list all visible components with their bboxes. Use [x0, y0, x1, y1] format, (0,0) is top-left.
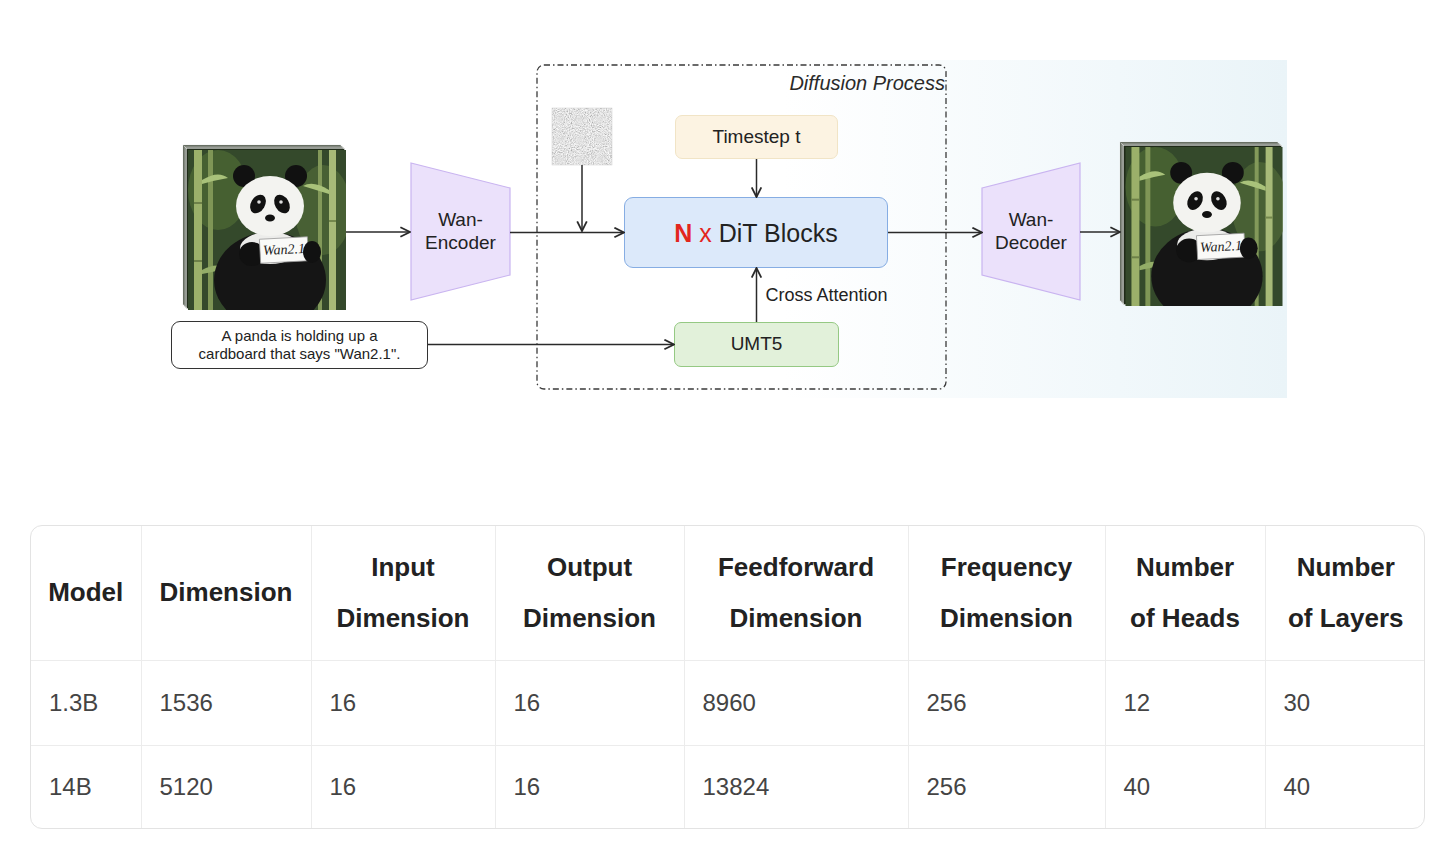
header-text: Feedforward Dimension [718, 552, 874, 633]
header-text: Dimension [160, 577, 293, 607]
output-arrow [1080, 231, 1120, 233]
table-cell: 14B [31, 745, 141, 829]
header-cell: Output Dimension [495, 526, 684, 660]
cell-text: 13824 [703, 773, 770, 800]
table-cell: 1536 [141, 660, 311, 745]
connector-arrow [888, 232, 982, 234]
table-cell: 256 [908, 745, 1105, 829]
node-label: Wan- Decoder [986, 209, 1076, 255]
header-text: Frequency Dimension [940, 552, 1073, 633]
cell-text: 8960 [703, 689, 756, 716]
spec-table: Model Dimension Input Dimension Output Dime… [30, 525, 1425, 829]
input-arrow [346, 231, 410, 233]
table-cell: 13824 [684, 745, 908, 829]
input-frame-stack [183, 145, 351, 328]
header-text: Output Dimension [523, 552, 656, 633]
trapezoid-fill [982, 163, 1080, 300]
cell-text: 40 [1284, 773, 1311, 800]
table-cell: 16 [495, 745, 684, 829]
connector-arrow [428, 344, 674, 346]
label-token: Blocks [764, 219, 838, 247]
header-text: Model [48, 577, 123, 607]
table-cell: 256 [908, 660, 1105, 745]
noise-square [552, 108, 612, 165]
table-row: 1.3B 1536 16 16 8960 256 12 30 [31, 660, 1425, 745]
diffusion-group: Diffusion ProcessTimestep t N x DiT Block… [536, 64, 947, 390]
umt5-box: UMT5 [674, 322, 839, 367]
table-cell: 16 [495, 660, 684, 745]
connector-arrow [756, 268, 758, 322]
card-text: Wan2.1 [1196, 234, 1245, 259]
dit-block: N x DiT Blocks [624, 197, 888, 268]
cell-text: 256 [927, 773, 967, 800]
cell-text: 1.3B [49, 689, 98, 716]
cell-text: 256 [927, 689, 967, 716]
cell-text: 16 [514, 773, 541, 800]
cell-text: 30 [1284, 689, 1311, 716]
label-token: DiT [719, 219, 757, 247]
table-row: Model Dimension Input Dimension Output Dime… [31, 526, 1425, 660]
prompt-box: A panda is holding up a cardboard that s… [171, 321, 428, 369]
cell-text: 16 [330, 773, 357, 800]
header-cell: Dimension [141, 526, 311, 660]
cell-text: 1536 [160, 689, 213, 716]
trapezoid-fill [411, 163, 510, 300]
node-label: Timestep t [713, 126, 801, 149]
connector-arrow [756, 159, 758, 197]
table-cell: 1.3B [31, 660, 141, 745]
decoder-trapezoid: Wan- Decoder [982, 163, 1080, 300]
node-label: UMT5 [731, 333, 783, 356]
node-label: N x DiT Blocks [674, 218, 838, 248]
cell-text: 14B [49, 773, 92, 800]
encoder-trapezoid: Wan- Encoder [411, 163, 510, 300]
node-label: Wan- Encoder [416, 209, 506, 255]
header-cell: Input Dimension [311, 526, 495, 660]
header-text: Number of Layers [1288, 552, 1404, 633]
table-cell: 5120 [141, 745, 311, 829]
output-frame-stack [1120, 142, 1287, 324]
table-cell: 8960 [684, 660, 908, 745]
header-cell: Number of Heads [1105, 526, 1265, 660]
header-cell: Number of Layers [1265, 526, 1425, 660]
cell-text: 12 [1124, 689, 1151, 716]
table-cell: 40 [1105, 745, 1265, 829]
dashed-border [537, 65, 946, 389]
cell-text: 16 [514, 689, 541, 716]
table-cell: 30 [1265, 660, 1425, 745]
connector-arrow [510, 232, 624, 234]
noise-arrow [581, 165, 583, 231]
highlight-token: N [674, 219, 692, 247]
header-text: Number of Heads [1130, 552, 1240, 633]
group-title: Diffusion Process [789, 71, 945, 95]
table-cell: 40 [1265, 745, 1425, 829]
card-text: Wan2.1 [259, 237, 308, 262]
cell-text: 16 [330, 689, 357, 716]
header-cell: Feedforward Dimension [684, 526, 908, 660]
highlight-token: x [699, 219, 712, 247]
table-grid: Model Dimension Input Dimension Output Dime… [31, 526, 1425, 829]
header-cell: Frequency Dimension [908, 526, 1105, 660]
cell-text: 5120 [160, 773, 213, 800]
edge-label: Cross Attention [766, 285, 888, 306]
header-text: Input Dimension [337, 552, 470, 633]
timestep-box: Timestep t [675, 115, 838, 159]
table-cell: 16 [311, 660, 495, 745]
noise-border [552, 108, 612, 165]
table-cell: 12 [1105, 660, 1265, 745]
table-cell: 16 [311, 745, 495, 829]
table-row: 14B 5120 16 16 13824 256 40 40 [31, 745, 1425, 829]
cell-text: 40 [1124, 773, 1151, 800]
header-cell: Model [31, 526, 141, 660]
node-label: A panda is holding up a cardboard that s… [191, 327, 409, 363]
